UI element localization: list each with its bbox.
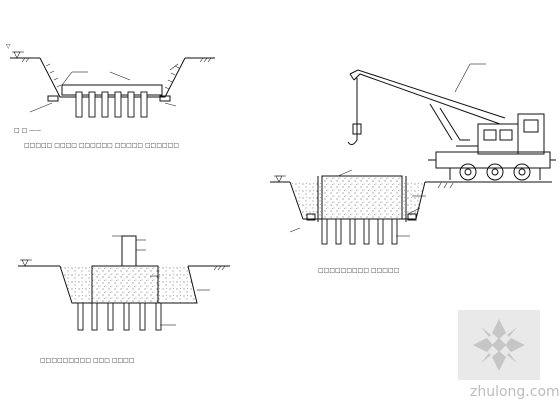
- figure-3-crane-lifting-pile-cap: □□□□□□□□□ □□□□□: [270, 63, 556, 274]
- svg-text:□□□□□□□□□ □□□ □□□□: □□□□□□□□□ □□□ □□□□: [40, 357, 135, 364]
- svg-text:□□□□□ □□□□ □□□□□□ □□□□□ □□□□□□: □□□□□ □□□□ □□□□□□ □□□□□ □□□□□□: [24, 142, 179, 149]
- figure-2-pile-cap-section: □□□□□□□□□ □□□ □□□□: [18, 235, 230, 364]
- watermark-site-text: zhulong.com: [470, 384, 560, 400]
- svg-text:□ □ ——: □ □ ——: [14, 127, 41, 134]
- figure-1-trench-with-piles: ▽ □ □ —— □□□□□ □□□□ □□□□□□ □□□□□ □□□□□□: [6, 43, 215, 149]
- svg-text:□□□□□□□□□ □□□□□: □□□□□□□□□ □□□□□: [318, 267, 399, 274]
- watermark: [458, 310, 540, 380]
- svg-text:▽: ▽: [6, 43, 11, 50]
